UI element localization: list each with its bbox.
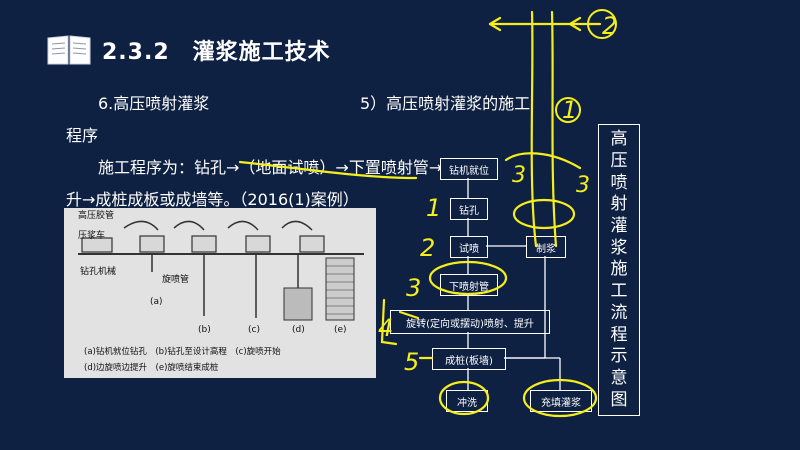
flow-side-slurry: 制浆	[526, 236, 566, 258]
figure-caption-2: (d)边旋喷边提升 (e)旋喷结束成桩	[84, 362, 219, 373]
caption-char: 喷	[610, 172, 628, 193]
ink-number-5: 5	[404, 348, 419, 376]
ink-number-top: 2	[602, 12, 617, 40]
figure-drawing: 高压胶管 压浆车 钻孔机械 旋喷管 (a) (b) (c) (d) (e) (a…	[78, 209, 364, 373]
label-d: (d)	[292, 325, 305, 335]
caption-char: 示	[610, 346, 628, 367]
flow-step-7: 冲洗	[446, 390, 488, 412]
label-truck: 压浆车	[78, 229, 105, 241]
caption-char: 灌	[610, 216, 628, 237]
label-b: (b)	[198, 325, 211, 335]
section-heading: 6.高压喷射灌浆	[98, 94, 210, 113]
flow-step-4: 下喷射管	[440, 274, 498, 296]
caption-char: 射	[610, 194, 628, 215]
slide-title: 2.3.2 灌浆施工技术	[102, 40, 331, 65]
ink-number-side-3b: 3	[576, 173, 590, 198]
ink-number-side-3a: 3	[512, 163, 526, 188]
subsection-heading-cont: 程序	[66, 126, 99, 145]
flow-step-6: 成桩(板墙)	[432, 348, 506, 370]
flow-step-1: 钻机就位	[440, 158, 498, 180]
label-e: (e)	[334, 325, 347, 335]
caption-char: 图	[610, 389, 628, 410]
caption-char: 施	[610, 259, 628, 280]
flow-step-3: 试喷	[450, 236, 488, 258]
label-hose: 高压胶管	[78, 209, 114, 221]
label-a: (a)	[150, 297, 163, 307]
label-rig: 钻孔机械	[80, 265, 116, 277]
procedure-line-1: 施工程序为：钻孔→（地面试喷）→下置喷射管→喷射提	[98, 158, 491, 177]
figure-caption-1: (a)钻机就位钻孔 (b)钻孔至设计高程 (c)旋喷开始	[84, 346, 281, 357]
label-c: (c)	[248, 325, 260, 335]
caption-char: 流	[610, 302, 628, 323]
flow-step-5: 旋转(定向或摆动)喷射、提升	[390, 310, 550, 334]
caption-char: 压	[610, 151, 628, 172]
flow-step-2: 钻孔	[450, 198, 488, 220]
open-book-icon	[47, 35, 91, 65]
caption-char: 高	[610, 129, 628, 150]
ink-number-side-1: 1	[562, 96, 577, 124]
caption-char: 程	[610, 324, 628, 345]
ink-number-3: 3	[406, 274, 421, 302]
caption-char: 工	[610, 281, 628, 302]
jet-grouting-figure: 高压胶管 压浆车 钻孔机械 旋喷管 (a) (b) (c) (d) (e) (a…	[64, 208, 376, 378]
ink-number-1: 1	[426, 194, 441, 222]
subsection-heading: 5）高压喷射灌浆的施工	[360, 94, 531, 113]
vertical-caption: 高 压 喷 射 灌 浆 施 工 流 程 示 意 图	[598, 124, 640, 416]
label-pipe: 旋喷管	[162, 273, 189, 285]
procedure-line-2: 升→成桩成板或成墙等。（2016(1)案例）	[66, 190, 359, 209]
flow-step-8: 充填灌浆	[530, 390, 592, 412]
ink-number-2: 2	[420, 234, 435, 262]
caption-char: 浆	[610, 237, 628, 258]
caption-char: 意	[610, 367, 628, 388]
